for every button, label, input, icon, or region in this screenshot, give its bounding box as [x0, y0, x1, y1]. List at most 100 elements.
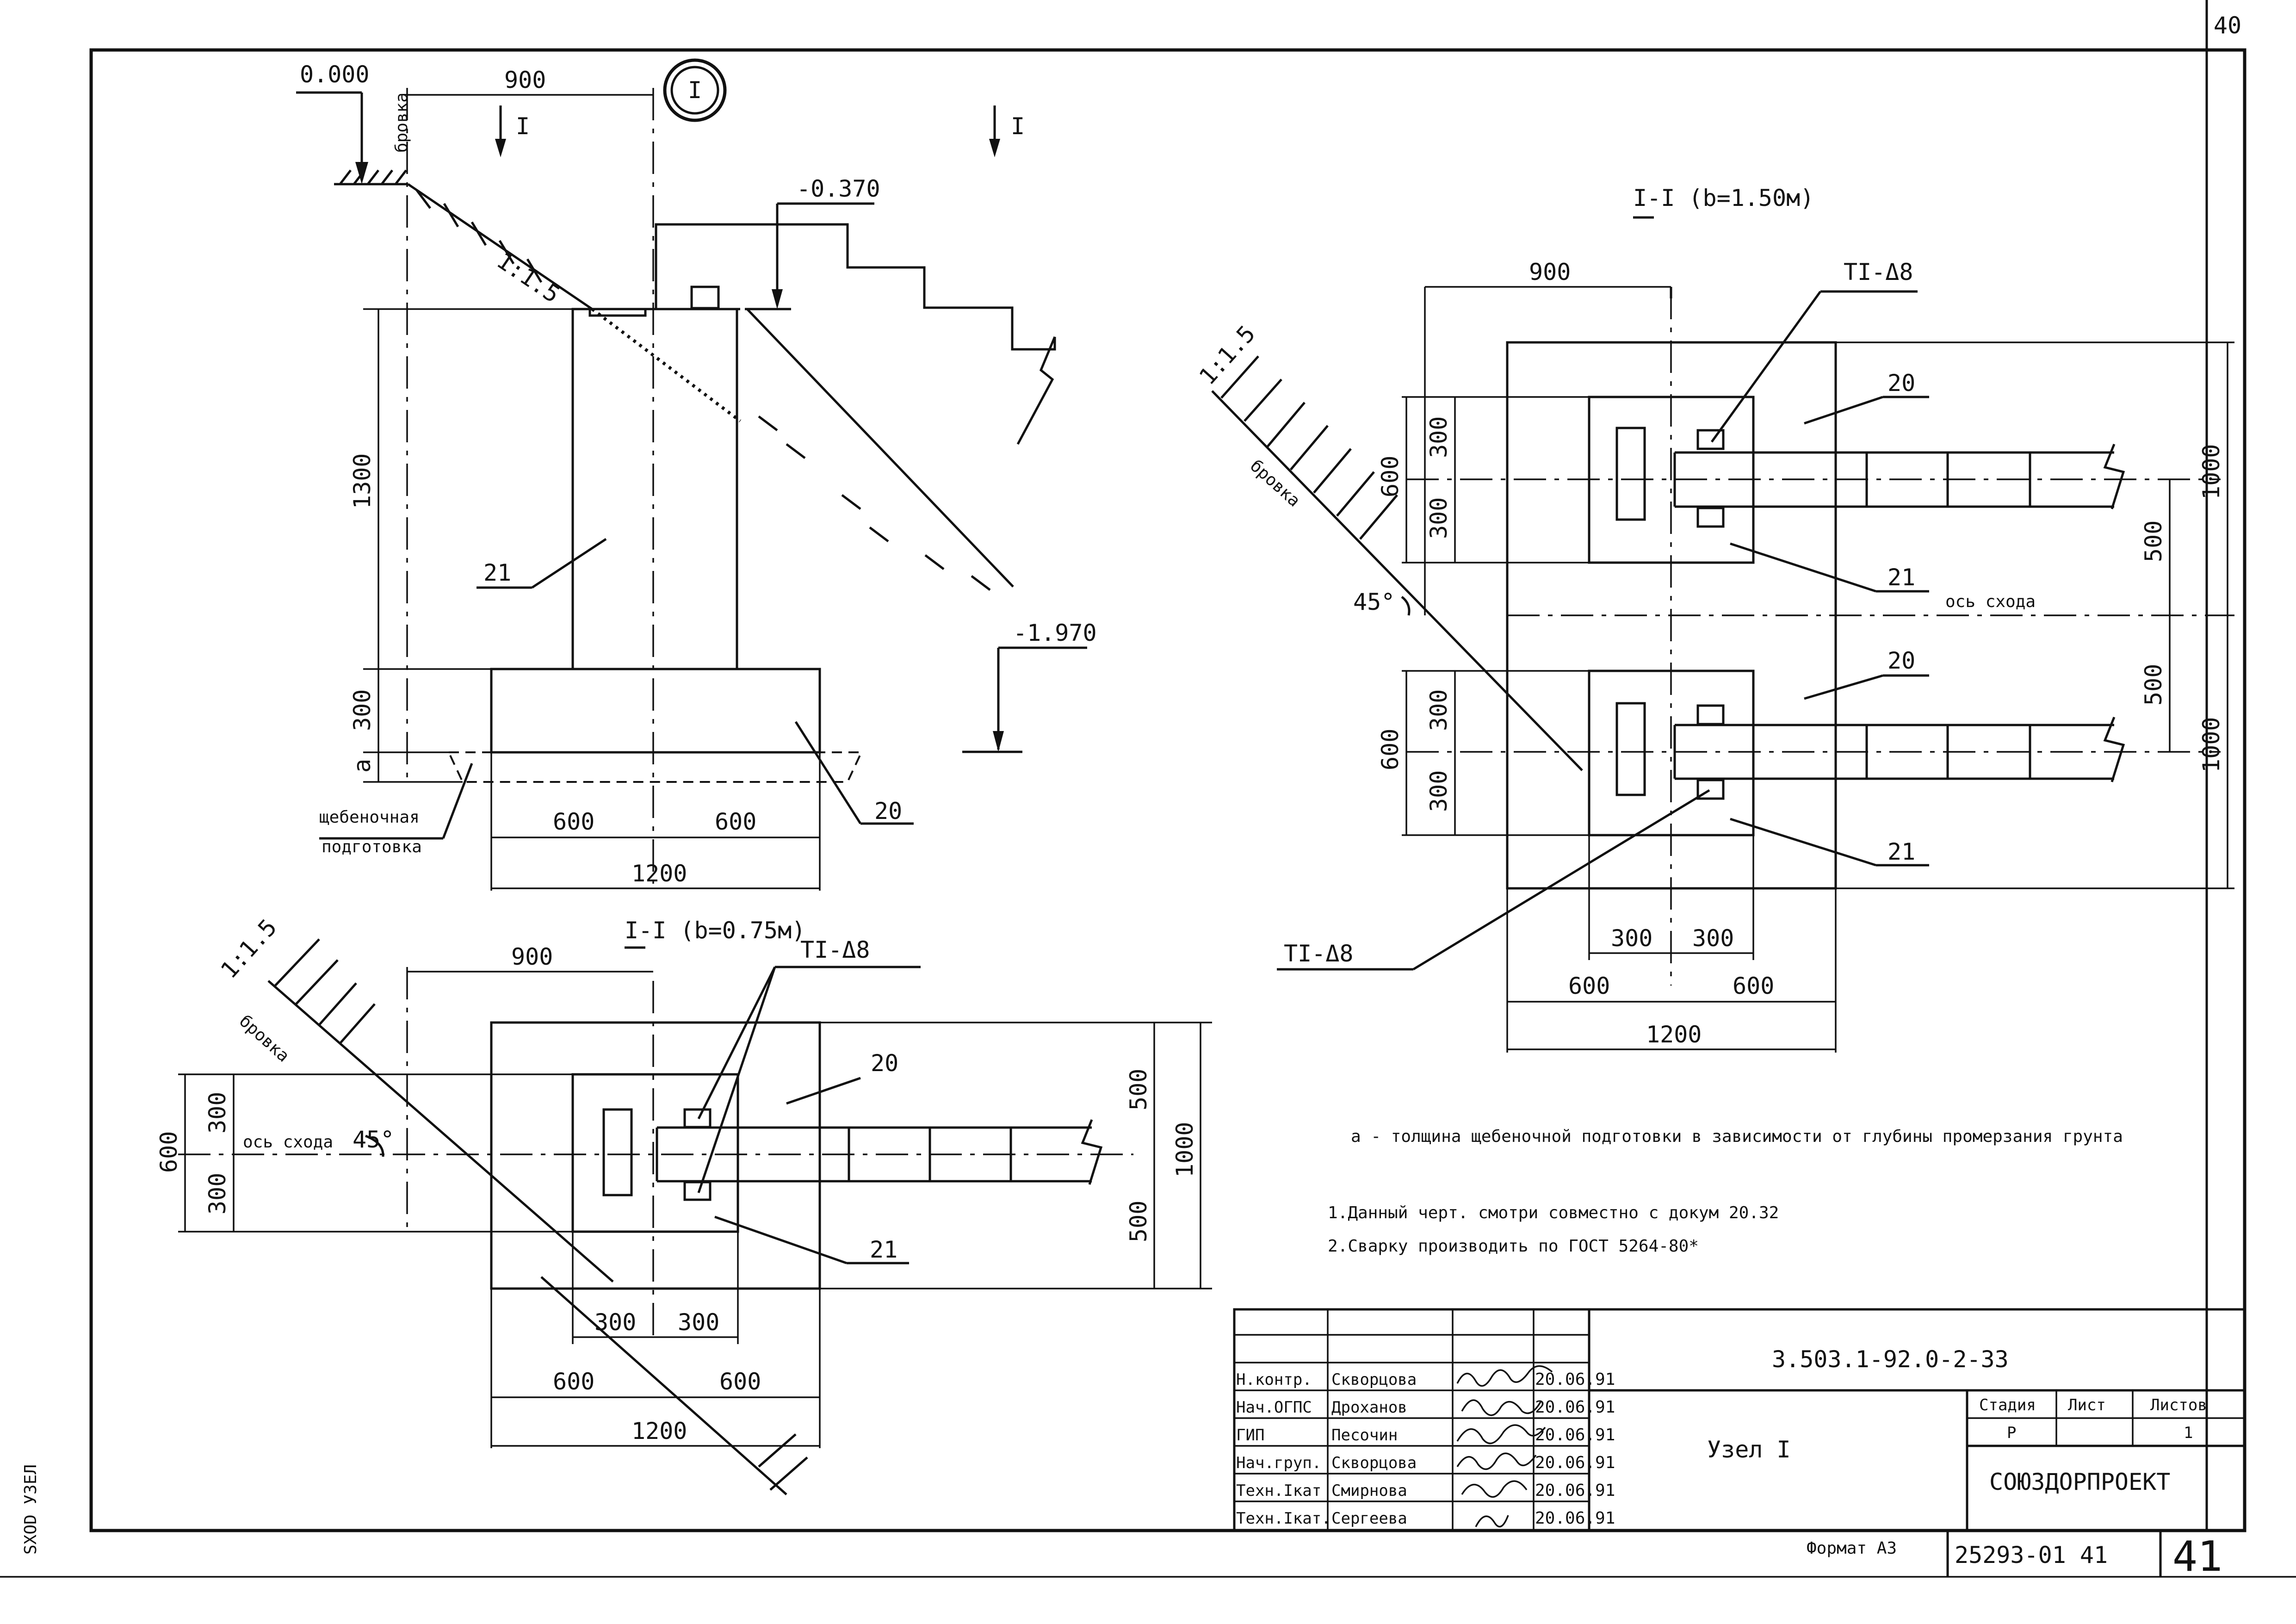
- brovka-label: бровка: [392, 93, 411, 153]
- ps-bdim-600-b: 600: [719, 1368, 761, 1395]
- pl-dim-900: 900: [1529, 259, 1571, 285]
- tb-sheet-big: 41: [2172, 1532, 2222, 1581]
- pl-angle: 45°: [1353, 589, 1395, 615]
- tb-role-0: Н.контр.: [1236, 1370, 1312, 1389]
- tb-name-0: Скворцова: [1331, 1370, 1417, 1389]
- plan-large-title: I-I (b=1.50м): [1633, 185, 1814, 211]
- dim-900: 900: [504, 67, 546, 93]
- side-label: SXOD УЗЕЛ: [21, 1464, 40, 1555]
- pl-weld-bottom: TI-Δ8: [1284, 940, 1354, 967]
- tb-stage-header-0: Стадия: [1979, 1396, 2036, 1414]
- tb-date-3: 20.06.91: [1535, 1453, 1615, 1472]
- elev-dim-600-left: 600: [553, 808, 594, 835]
- tb-name-5: Сергеева: [1331, 1509, 1407, 1528]
- elev-item-21: 21: [483, 559, 511, 586]
- pl-dim-300-lower-b: 300: [1425, 770, 1452, 812]
- tb-name-2: Песочин: [1331, 1426, 1398, 1444]
- tb-role-5: Техн.Iкат.: [1236, 1509, 1331, 1528]
- pl-bdim-600-a: 600: [1568, 973, 1610, 999]
- pl-dim-1000-a: 1000: [2198, 444, 2225, 500]
- pl-dim-500-b: 500: [2140, 664, 2167, 706]
- pl-slope: 1:1.5: [1194, 320, 1261, 390]
- ps-dim-600: 600: [155, 1131, 182, 1173]
- pl-dim-600-upper: 600: [1377, 456, 1404, 497]
- gravel-note-2: подготовка: [322, 837, 422, 856]
- ps-dim-900: 900: [511, 943, 553, 970]
- ps-dim-500-a: 500: [1125, 1069, 1152, 1110]
- ps-bdim-300-b: 300: [678, 1309, 719, 1336]
- pl-item-20-a: 20: [1888, 370, 1915, 397]
- plan-small-title: I-I (b=0.75м): [625, 917, 805, 944]
- pl-dim-500-a: 500: [2140, 521, 2167, 562]
- dim-1300: 1300: [349, 453, 376, 509]
- tb-format: Формат А3: [1807, 1539, 1897, 1558]
- tb-stage-header-1: Лист: [2068, 1396, 2106, 1414]
- gravel-note-1: щебеночная: [319, 808, 420, 827]
- level-bottom: -1.970: [1013, 620, 1097, 646]
- note-2: 2.Сварку производить по ГОСТ 5264-80*: [1328, 1237, 1699, 1256]
- tb-archive: 25293-01 41: [1955, 1542, 2108, 1568]
- tb-organization: СОЮЗДОРПРОЕКТ: [1989, 1469, 2170, 1495]
- tb-role-3: Нач.груп.: [1236, 1454, 1321, 1472]
- tb-name-1: Дроханов: [1331, 1398, 1407, 1417]
- plan-large: I-I (b=1.50м) 1:1.5 бровка: [1194, 185, 2234, 1053]
- pl-weld-top: TI-Δ8: [1844, 259, 1913, 285]
- sheet-frame: 40 SXOD УЗЕЛ: [0, 0, 2296, 1578]
- tb-date-2: 20.06.91: [1535, 1426, 1615, 1444]
- ground-hatch: [334, 169, 408, 186]
- tb-name-3: Скворцова: [1331, 1454, 1417, 1472]
- dim-300-height: 300: [349, 689, 376, 731]
- plan-small: I-I (b=0.75м) 1:1.5 бровка: [155, 914, 1212, 1495]
- ps-item-20: 20: [871, 1050, 898, 1077]
- tb-stage-value-2: 1: [2184, 1424, 2193, 1442]
- tb-stage-header-2: Листов: [2150, 1396, 2207, 1414]
- ps-item-21: 21: [870, 1236, 897, 1263]
- elev-dim-600-right: 600: [715, 808, 756, 835]
- elev-item-20: 20: [874, 798, 902, 824]
- pl-item-21-a: 21: [1888, 564, 1915, 591]
- ps-bdim-600-a: 600: [553, 1368, 594, 1395]
- pl-bdim-300-b: 300: [1692, 925, 1734, 952]
- notes: а - толщина щебеночной подготовки в зави…: [1328, 1127, 2123, 1256]
- callout-number: I: [688, 77, 702, 104]
- plan-small-brovka: бровка: [235, 1011, 293, 1066]
- pl-dim-300-upper-a: 300: [1425, 416, 1452, 458]
- pl-bdim-1200: 1200: [1646, 1021, 1702, 1048]
- slope-label: 1:1.5: [492, 247, 564, 308]
- pl-axis-label: ось схода: [1945, 592, 2036, 611]
- pl-item-21-b: 21: [1888, 838, 1915, 865]
- pl-dim-300-upper-b: 300: [1425, 497, 1452, 539]
- signatures-handwritten: [1456, 1365, 1553, 1528]
- tb-date-0: 20.06.91: [1535, 1370, 1615, 1389]
- note-a: а - толщина щебеночной подготовки в зави…: [1351, 1127, 2123, 1146]
- pl-dim-600-lower: 600: [1377, 729, 1404, 770]
- level-step: -0.370: [797, 175, 880, 202]
- tb-role-4: Техн.Iкат: [1236, 1481, 1321, 1500]
- tb-date-5: 20.06.91: [1535, 1509, 1615, 1528]
- tb-role-1: Нач.ОГПС: [1236, 1398, 1312, 1417]
- ps-dim-300-a: 300: [204, 1092, 231, 1134]
- elev-dim-1200: 1200: [631, 860, 687, 887]
- tb-designation: 3.503.1-92.0-2-33: [1772, 1346, 2009, 1373]
- tb-role-2: ГИП: [1236, 1426, 1264, 1444]
- tb-date-1: 20.06.91: [1535, 1398, 1615, 1417]
- pl-bdim-600-b: 600: [1733, 973, 1774, 999]
- dim-a: а: [349, 759, 376, 773]
- page-top-number: 40: [2214, 12, 2241, 39]
- ps-dim-300-b: 300: [204, 1173, 231, 1215]
- ps-axis-label: ось схода: [243, 1133, 333, 1152]
- section-mark-left: I: [516, 113, 530, 140]
- tb-node-title: Узел I: [1707, 1436, 1791, 1463]
- ps-bdim-300-a: 300: [594, 1309, 636, 1336]
- pl-item-20-b: 20: [1888, 647, 1915, 674]
- ps-weld: TI-Δ8: [800, 936, 870, 963]
- note-1: 1.Данный черт. смотри совместно с докум …: [1328, 1203, 1779, 1222]
- section-mark-right: I: [1011, 113, 1025, 140]
- ps-dim-500-b: 500: [1125, 1201, 1152, 1242]
- level-top: 0.000: [300, 61, 370, 88]
- elevation-view: 1:1.5 бровка 0.000 900 I I I -0.370: [296, 58, 1097, 891]
- pl-dim-300-lower-a: 300: [1425, 689, 1452, 731]
- tb-name-4: Смирнова: [1331, 1481, 1407, 1500]
- pl-bdim-300-a: 300: [1611, 925, 1652, 952]
